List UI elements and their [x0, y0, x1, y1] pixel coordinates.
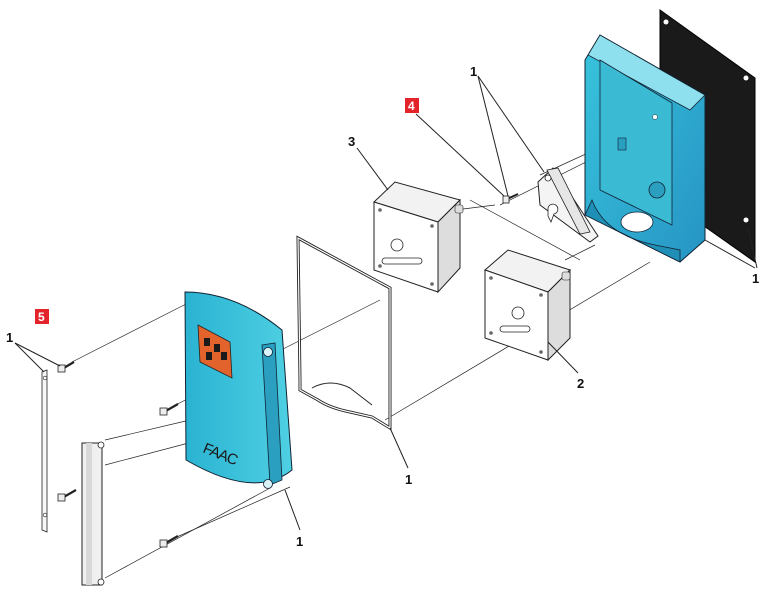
- callout-2: 2: [577, 376, 584, 391]
- badge-5-label: 5: [38, 310, 45, 324]
- badge-4: 4: [405, 98, 419, 113]
- screw-front-top: [159, 403, 179, 416]
- screw-rail: [57, 489, 77, 502]
- base-box: [584, 34, 706, 263]
- callout-1-top-bracket: 1: [470, 64, 477, 79]
- left-plate: [41, 369, 48, 533]
- front-cover: FAAC: [184, 291, 293, 489]
- screw-5: [57, 361, 75, 373]
- screw-front-bottom: [159, 535, 179, 548]
- callout-1-gasket: 1: [405, 472, 412, 487]
- callout-1-left-plate: 1: [6, 330, 13, 345]
- left-rail: [81, 441, 105, 586]
- leader-lines: [14, 75, 758, 531]
- gasket: [296, 235, 392, 431]
- callout-1-base-box: 1: [752, 271, 759, 286]
- assembly-guide-lines: [71, 119, 661, 579]
- badge-4-label: 4: [408, 99, 415, 113]
- top-bracket: [537, 167, 599, 243]
- keypad-window: [197, 324, 233, 379]
- callout-1-front-cover: 1: [296, 534, 303, 549]
- badge-5: 5: [35, 309, 49, 324]
- module-2: [484, 249, 571, 362]
- screw-4: [502, 193, 519, 204]
- callout-3: 3: [348, 134, 355, 149]
- module-3: [373, 181, 464, 294]
